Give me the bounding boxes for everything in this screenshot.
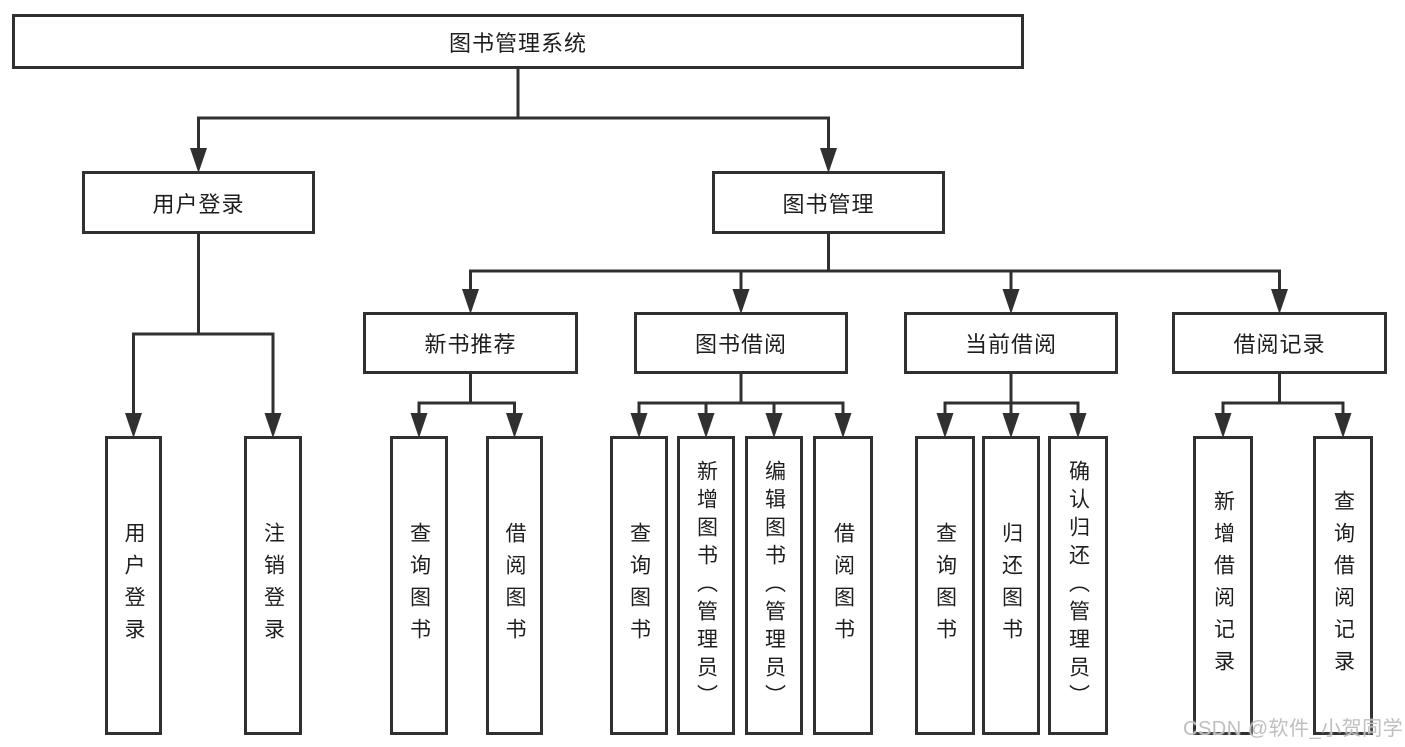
node-label: 图书管理系统 (448, 30, 587, 56)
node-label: 新增图书（管理员） (694, 459, 718, 712)
arrowhead-icon (732, 289, 750, 314)
node-label: 图书借阅 (694, 332, 787, 357)
node-label: 查询图书 (933, 521, 957, 650)
watermark: CSDN @软件_小贺同学 (1183, 718, 1404, 740)
node-book-management: 图书管理 (712, 171, 945, 234)
arrowhead-icon (264, 413, 282, 438)
arrowhead-icon (1334, 413, 1352, 438)
arrowhead-icon (765, 413, 783, 438)
node-label: 确认归还（管理员） (1066, 459, 1090, 712)
node-label: 查询图书 (627, 521, 651, 650)
node-label: 图书管理 (782, 191, 875, 217)
node-borrow-records: 借阅记录 (1172, 312, 1387, 374)
node-leaf-logout: 注销登录 (244, 436, 302, 735)
arrowhead-icon (1214, 413, 1232, 438)
arrowhead-icon (190, 148, 207, 173)
node-leaf-borrow-books-2: 借阅图书 (813, 436, 873, 735)
node-leaf-confirm-return: 确认归还（管理员） (1048, 436, 1108, 735)
arrowhead-icon (936, 413, 954, 438)
node-label: 查询图书 (407, 521, 431, 650)
connector-path (132, 67, 1345, 420)
node-book-borrow: 图书借阅 (634, 312, 848, 374)
arrowhead-icon (697, 413, 715, 438)
node-label: 用户登录 (122, 521, 145, 650)
node-leaf-return-books: 归还图书 (982, 436, 1040, 735)
arrowhead-icon (1002, 289, 1020, 314)
node-leaf-borrow-books-1: 借阅图书 (486, 436, 543, 735)
node-label: 注销登录 (261, 521, 285, 650)
node-leaf-add-books: 新增图书（管理员） (677, 436, 735, 735)
arrowhead-icon (506, 413, 523, 438)
node-new-book-recommend: 新书推荐 (363, 312, 578, 374)
arrowhead-icon (410, 413, 428, 438)
node-leaf-query-books-2: 查询图书 (610, 436, 668, 735)
arrowhead-icon (125, 413, 142, 438)
node-leaf-query-books-1: 查询图书 (390, 436, 448, 735)
node-label: 编辑图书（管理员） (762, 459, 786, 712)
arrowhead-icon (1002, 413, 1020, 438)
node-label: 借阅图书 (503, 521, 526, 650)
node-leaf-user-login: 用户登录 (105, 436, 162, 735)
arrowhead-icon (820, 148, 837, 173)
arrowhead-icon (630, 413, 648, 438)
node-current-borrow: 当前借阅 (904, 312, 1118, 374)
node-leaf-query-borrow-record: 查询借阅记录 (1313, 436, 1373, 735)
node-leaf-edit-books: 编辑图书（管理员） (745, 436, 803, 735)
node-label: 查询借阅记录 (1331, 489, 1355, 682)
arrowhead-icon (462, 289, 479, 314)
node-label: 借阅记录 (1233, 332, 1326, 357)
node-label: 用户登录 (152, 191, 245, 217)
node-leaf-query-books-3: 查询图书 (915, 436, 975, 735)
node-label: 借阅图书 (831, 521, 855, 650)
node-library-management-system: 图书管理系统 (12, 14, 1024, 69)
arrowhead-icon (1069, 413, 1087, 438)
arrowhead-icon (834, 413, 852, 438)
node-label: 新书推荐 (424, 332, 517, 357)
node-label: 当前借阅 (964, 332, 1057, 357)
node-label: 归还图书 (999, 521, 1023, 650)
arrowhead-icon (1271, 289, 1288, 314)
node-label: 新增借阅记录 (1211, 489, 1235, 682)
node-user-login: 用户登录 (82, 171, 315, 234)
node-leaf-add-borrow-record: 新增借阅记录 (1193, 436, 1253, 735)
